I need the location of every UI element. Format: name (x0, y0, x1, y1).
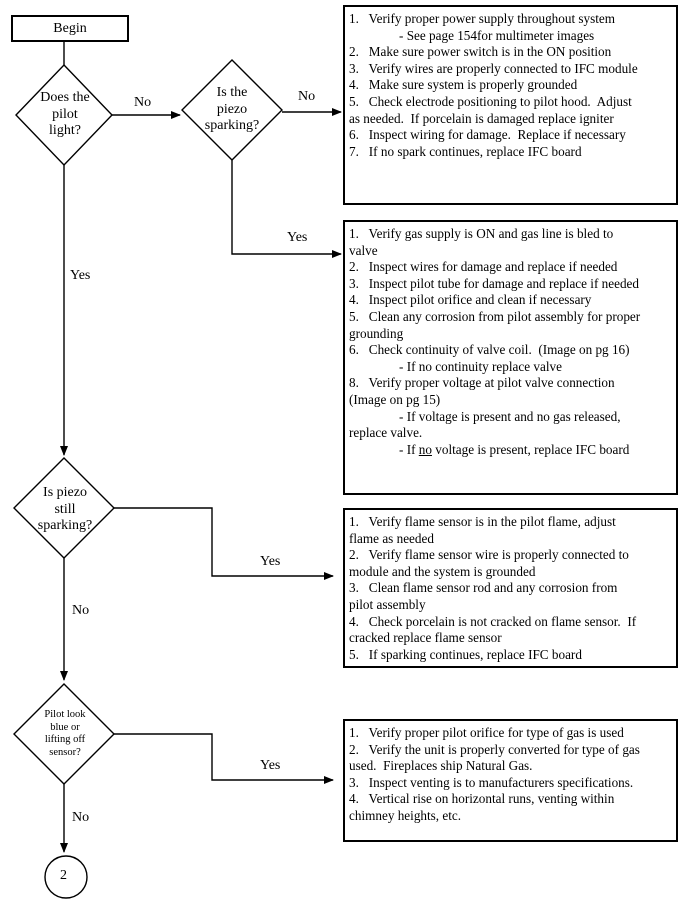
decision-text-pilot-light: Does the pilot light? (30, 90, 100, 140)
sub-step-text: voltage is present, replace IFC board (431, 441, 630, 457)
decision-line: blue or (50, 721, 80, 733)
sub-step-line: - If no voltage is present, replace IFC … (349, 442, 670, 459)
step-continuation: used. Fireplaces ship Natural Gas. (349, 758, 533, 774)
decision-text-piezo-sparking: Is the piezo sparking? (196, 85, 268, 135)
step-continuation: module and the system is grounded (349, 563, 536, 579)
sub-step-text: - If (399, 441, 419, 457)
step-line: 7. If no spark continues, replace IFC bo… (349, 143, 582, 159)
action-box-still-sparking: 1. Verify flame sensor is in the pilot f… (343, 508, 678, 668)
step-line: 2. Make sure power switch is in the ON p… (349, 44, 612, 60)
action-box-pilot-lifting: 1. Verify proper pilot orifice for type … (343, 719, 678, 842)
label-yes-d3: Yes (260, 554, 281, 569)
step-line: 5. Check electrode positioning to pilot … (349, 93, 632, 109)
step-continuation: replace valve. (349, 425, 423, 441)
step-line: 1. Verify proper pilot orifice for type … (349, 725, 624, 740)
step-line: 5. Clean any corrosion from pilot assemb… (349, 308, 641, 324)
decision-text-piezo-still: Is piezo still sparking? (28, 485, 102, 535)
step-continuation: cracked replace flame sensor (349, 630, 502, 646)
step-continuation: valve (349, 242, 378, 258)
decision-line: Does the (40, 90, 90, 105)
action-box-no-spark: 1. Verify proper power supply throughout… (343, 5, 678, 205)
decision-line: sparking? (37, 518, 93, 533)
arrow-d2-yes (231, 160, 342, 258)
step-line: 2. Inspect wires for damage and replace … (349, 259, 618, 275)
label-no-d2: No (298, 89, 316, 104)
decision-line: light? (49, 123, 81, 138)
begin-box: Begin (11, 15, 129, 42)
step-line: 6. Check continuity of valve coil. (Imag… (349, 342, 630, 358)
step-line: 4. Vertical rise on horizontal runs, ven… (349, 791, 615, 807)
decision-line: still (54, 501, 76, 517)
step-continuation: chimney heights, etc. (349, 807, 462, 823)
connector-number: 2 (60, 868, 67, 883)
step-continuation: grounding (349, 325, 404, 341)
decision-text-pilot-blue: Pilot look blue or lifting off sensor? (33, 709, 97, 759)
decision-line: sparking? (204, 118, 260, 133)
step-line: 5. If sparking continues, replace IFC bo… (349, 646, 582, 662)
arrow-d4-yes (114, 733, 334, 784)
underlined-word: no (418, 441, 432, 457)
step-line: 6. Inspect wiring for damage. Replace if… (349, 127, 626, 143)
sub-step-line: - See page 154for multimeter images (399, 27, 595, 43)
step-continuation: (Image on pg 15) (349, 391, 441, 407)
step-line: 4. Make sure system is properly grounded (349, 77, 578, 93)
step-line: 1. Verify proper power supply throughout… (349, 11, 616, 26)
step-line: 3. Inspect pilot tube for damage and rep… (349, 275, 640, 291)
decision-line: Pilot look (44, 709, 86, 720)
step-line: 1. Verify flame sensor is in the pilot f… (349, 514, 616, 529)
label-yes-d4: Yes (260, 758, 281, 773)
step-line: 3. Inspect venting is to manufacturers s… (349, 774, 634, 790)
label-yes-d2: Yes (287, 230, 308, 245)
label-no-d1: No (134, 95, 152, 110)
label-no-d4: No (72, 810, 90, 825)
step-line: 4. Inspect pilot orifice and clean if ne… (349, 292, 592, 308)
decision-line: piezo (216, 101, 248, 117)
step-line: 1. Verify gas supply is ON and gas line … (349, 226, 614, 241)
step-continuation: as needed. If porcelain is damaged repla… (349, 110, 614, 126)
arrow-d3-yes (114, 507, 334, 580)
decision-line: pilot (52, 106, 78, 122)
decision-line: sensor? (49, 746, 81, 758)
step-continuation: pilot assembly (349, 596, 426, 612)
step-line: 4. Check porcelain is not cracked on fla… (349, 613, 637, 629)
step-line: 2. Verify flame sensor wire is properly … (349, 547, 629, 563)
step-line: 2. Verify the unit is properly converted… (349, 741, 640, 757)
sub-step-line: - If no continuity replace valve (399, 358, 562, 374)
decision-line: Is piezo (43, 485, 87, 500)
step-continuation: flame as needed (349, 530, 434, 546)
step-line: 8. Verify proper voltage at pilot valve … (349, 375, 615, 391)
sub-step-line: - If voltage is present and no gas relea… (399, 408, 621, 424)
decision-line: Is the (216, 85, 248, 100)
step-line: 3. Clean flame sensor rod and any corros… (349, 580, 618, 596)
action-box-no-pilot: 1. Verify gas supply is ON and gas line … (343, 220, 678, 495)
step-line: 3. Verify wires are properly connected t… (349, 60, 638, 76)
label-yes-d1: Yes (70, 268, 91, 283)
label-no-d3: No (72, 603, 90, 618)
decision-line: lifting off (44, 734, 86, 745)
connector-circle (44, 855, 88, 899)
